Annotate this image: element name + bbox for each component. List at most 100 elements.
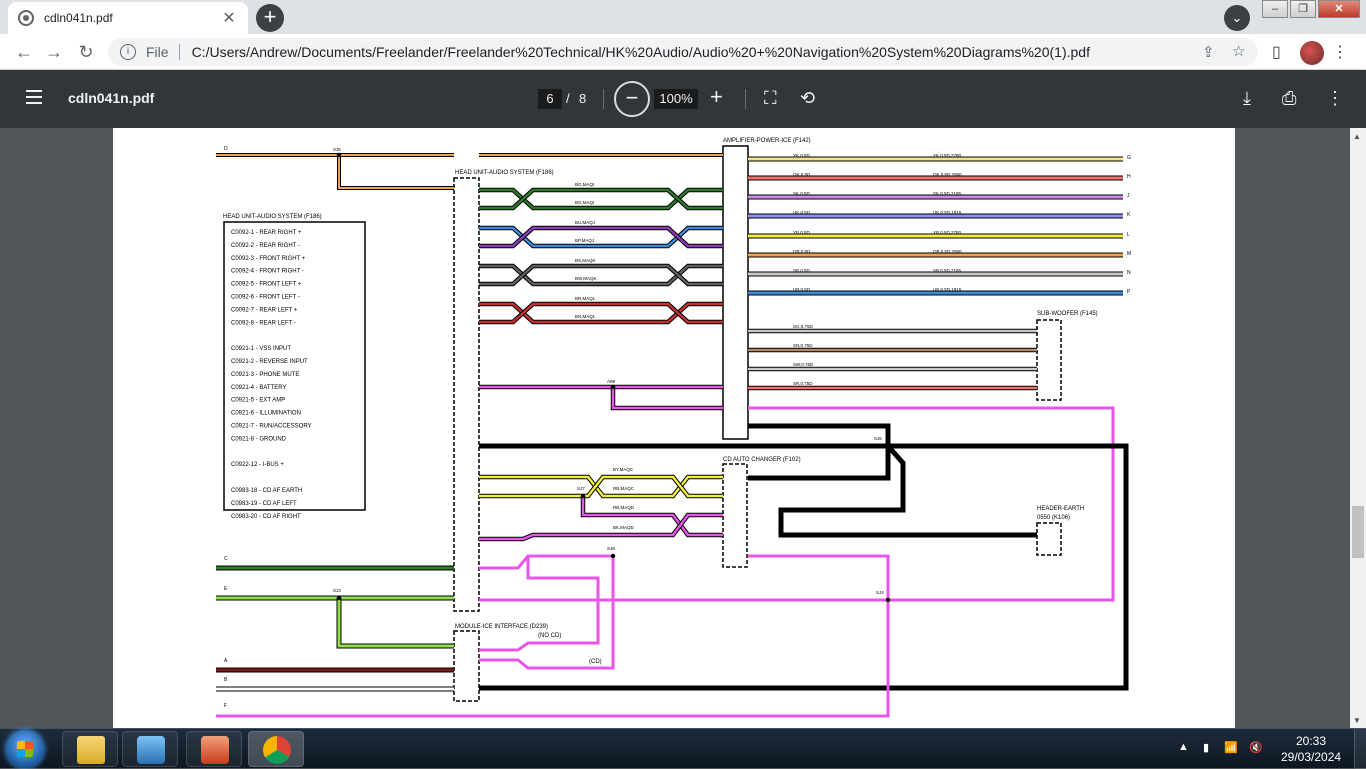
- wire-ground-main: [479, 443, 1129, 691]
- splice-dot: [336, 595, 342, 601]
- tab-search-button[interactable]: ⌄: [1224, 5, 1250, 31]
- twist-label: BG,MAQI: [575, 182, 594, 187]
- menu-icon[interactable]: [26, 90, 42, 108]
- connector-letter: K: [1127, 212, 1131, 218]
- twist-a-1: [479, 188, 723, 210]
- clock-date: 29/03/2024: [1281, 750, 1342, 764]
- sub-wire-label: SW,0.75D: [793, 362, 814, 367]
- tab-close-button[interactable]: ✕: [222, 10, 236, 27]
- reload-icon[interactable]: ↻: [78, 42, 94, 62]
- print-icon[interactable]: ⎙: [1282, 88, 1297, 108]
- system-clock[interactable]: 20:33 29/03/2024: [1281, 733, 1341, 765]
- header-earth-label: HEADER-EARTH: [1037, 506, 1084, 512]
- bookmark-star-icon[interactable]: ☆: [1232, 43, 1246, 60]
- wire-f: [216, 554, 890, 718]
- zoom-out-button[interactable]: −: [614, 81, 650, 117]
- head-unit-box: [453, 177, 480, 612]
- start-button[interactable]: [6, 730, 44, 768]
- clock-time: 20:33: [1295, 734, 1327, 748]
- new-tab-button[interactable]: +: [256, 4, 284, 32]
- legend-lines: C0092-1 - REAR RIGHT +C0092-2 - REAR RIG…: [231, 230, 312, 520]
- wire-sj3-branch-outline: [336, 598, 454, 649]
- side-panel-icon[interactable]: ▯: [1272, 44, 1281, 61]
- media-player-taskbar-button[interactable]: [122, 731, 178, 767]
- download-icon[interactable]: ⤓: [1243, 88, 1251, 108]
- legend-line: C0092-5 - FRONT LEFT +: [231, 282, 302, 288]
- splice-label: SJ3: [333, 588, 341, 593]
- chrome-taskbar-button[interactable]: [248, 731, 304, 767]
- pdf-title: cdln041n.pdf: [68, 90, 155, 106]
- zoom-input[interactable]: 100%: [654, 89, 698, 109]
- more-options-icon[interactable]: ⋮: [1326, 88, 1344, 108]
- twist-a-4: [479, 302, 723, 324]
- restore-button[interactable]: ❐: [1290, 0, 1316, 18]
- media-player-icon: [137, 736, 165, 764]
- connector-letter: D: [224, 146, 228, 152]
- wire-group: [216, 152, 1129, 718]
- amp-wire-label: UK,0.5D: [793, 210, 811, 215]
- recorder-taskbar-button[interactable]: [186, 731, 242, 767]
- tab-pdf[interactable]: cdln041n.pdf ✕: [8, 2, 248, 34]
- fit-page-icon[interactable]: ⛶: [764, 88, 777, 108]
- cd-changer-box: [722, 463, 748, 568]
- scroll-up-icon[interactable]: ▲: [1353, 132, 1361, 141]
- splice-dot: [336, 152, 342, 158]
- amplifier-box: [722, 145, 749, 440]
- legend-line: C0092-1 - REAR RIGHT +: [231, 230, 302, 236]
- twist-a-3: [479, 264, 723, 286]
- folder-icon: [77, 736, 105, 764]
- network-icon[interactable]: 📶: [1224, 742, 1238, 754]
- profile-avatar[interactable]: [1300, 41, 1324, 65]
- splice-dot: [885, 443, 891, 449]
- page-number-input[interactable]: 6: [538, 89, 562, 109]
- divider: [178, 44, 180, 60]
- rotate-icon[interactable]: ⟲: [800, 88, 816, 108]
- share-icon[interactable]: ⇪: [1202, 44, 1215, 61]
- legend-line: C0921-8 - GROUND: [231, 436, 287, 442]
- connector-letter: P: [1127, 289, 1131, 295]
- explorer-taskbar-button[interactable]: [62, 731, 118, 767]
- sub-wire-label: SR,0.75D: [793, 381, 813, 386]
- windows-taskbar: ▲ ▮ 📶 🔇 20:33 29/03/2024: [0, 728, 1366, 769]
- twist-b-2: [479, 226, 723, 248]
- zoom-in-button[interactable]: +: [710, 84, 723, 109]
- amp-far-label: UB,0.5D,1915: [933, 287, 962, 292]
- legend-line: C0921-2 - REVERSE INPUT: [231, 359, 308, 365]
- close-window-button[interactable]: ✕: [1318, 0, 1360, 18]
- show-hidden-icons[interactable]: ▲: [1178, 741, 1189, 753]
- legend-line: C0983-18 - CD AF EARTH: [231, 488, 302, 494]
- volume-muted-icon[interactable]: 🔇: [1249, 742, 1263, 754]
- connector-letter: L: [1127, 232, 1130, 238]
- wire-sj3-branch: [337, 598, 454, 648]
- url-text[interactable]: C:/Users/Andrew/Documents/Freelander/Fre…: [191, 44, 1090, 60]
- amp-far-label: OB,0.5D,2560: [933, 249, 962, 254]
- info-icon[interactable]: i: [120, 44, 136, 60]
- pdf-viewer[interactable]: HEAD UNIT-AUDIO SYSTEM (F186) C0092-1 - …: [0, 128, 1366, 728]
- back-icon[interactable]: ←: [15, 42, 33, 62]
- amp-far-label: YK,0.5D,2780: [933, 153, 962, 158]
- scrollbar[interactable]: ▲ ▼: [1350, 128, 1366, 728]
- twist-label: BN,MAQL: [575, 314, 596, 319]
- cd-wire-label: BK,MAQD: [613, 525, 635, 530]
- amp-wire-label: OK,0.5D: [793, 172, 811, 177]
- minimize-button[interactable]: –: [1262, 0, 1288, 18]
- wire-k-nocd: [479, 556, 600, 652]
- cd-wire-2: [479, 475, 723, 498]
- forward-icon[interactable]: →: [45, 42, 63, 62]
- splice-label: SJ4: [876, 590, 884, 595]
- splice-dot: [885, 597, 891, 603]
- battery-icon[interactable]: ▮: [1203, 742, 1210, 754]
- page-total: 8: [579, 91, 587, 106]
- module-ice-box: [453, 630, 480, 702]
- splice-label: SJ8: [607, 546, 615, 551]
- address-bar[interactable]: i File C:/Users/Andrew/Documents/Freelan…: [108, 38, 1258, 66]
- more-menu-icon[interactable]: ⋮: [1332, 44, 1348, 61]
- sub-wire-label: SG,0.75D: [793, 324, 814, 329]
- wire-py-branch-outline: [610, 387, 723, 411]
- show-desktop-button[interactable]: [1354, 729, 1366, 769]
- scrollbar-thumb[interactable]: [1352, 506, 1364, 558]
- amp-wire-label: SK,0.5D: [793, 191, 811, 196]
- wire-py-branch: [611, 387, 723, 410]
- module-ice-label: MODULE-ICE INTERFACE (D239): [455, 624, 548, 630]
- scroll-down-icon[interactable]: ▼: [1353, 716, 1361, 725]
